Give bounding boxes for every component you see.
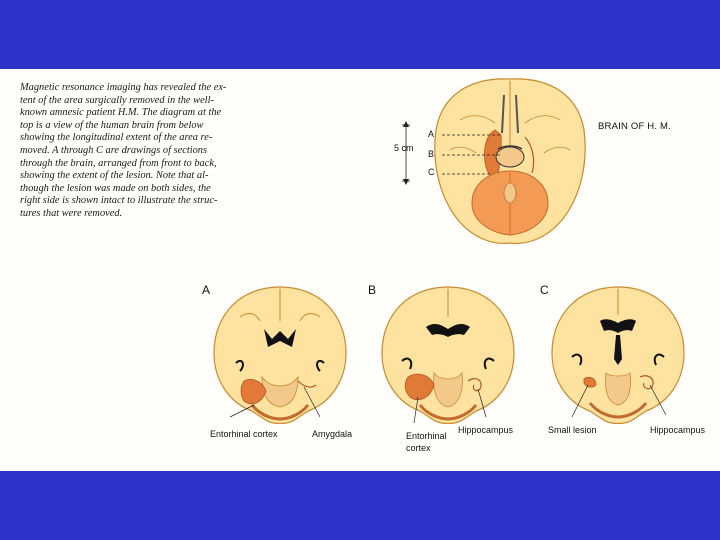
section-letter-c: C (540, 283, 549, 297)
scale-label: 5 cm (394, 143, 414, 153)
caption-line: showing the longitudinal extent of the a… (20, 132, 213, 144)
label-entorhinal-cortex-a: Entorhinal cortex (210, 429, 278, 439)
caption-line: tent of the area surgically removed in t… (20, 94, 214, 106)
coronal-section-c (551, 286, 685, 425)
label-hippocampus-c: Hippocampus (650, 425, 706, 435)
caption-line: right side is shown intact to illustrate… (20, 195, 218, 207)
caption-line: known amnesic patient H.M. The diagram a… (20, 107, 222, 119)
label-hippocampus-b: Hippocampus (458, 425, 514, 435)
section-letter-a: A (202, 283, 211, 297)
caption-line: top is a view of the human brain from be… (20, 119, 204, 131)
bottom-blue-band (0, 471, 720, 540)
section-letter-b: B (368, 283, 377, 297)
coronal-section-b (381, 286, 515, 425)
label-entorhinal-b-line2: cortex (406, 443, 431, 453)
caption-line: Magnetic resonance imaging has revealed … (20, 82, 227, 93)
top-blue-band (0, 0, 720, 69)
section-marker-c: C (428, 167, 435, 177)
figure-page: Magnetic resonance imaging has revealed … (0, 69, 720, 471)
figure-caption: Magnetic resonance imaging has revealed … (20, 82, 292, 221)
label-entorhinal-b-line1: Entorhinal (406, 431, 447, 441)
label-amygdala-a: Amygdala (312, 429, 353, 439)
section-marker-a: A (428, 129, 435, 139)
caption-line: showing the extent of the lesion. Note t… (20, 170, 209, 182)
ventral-brain-illustration (402, 78, 586, 245)
caption-line: moved. A through C are drawings of secti… (20, 144, 208, 156)
coronal-section-a (213, 286, 347, 425)
caption-line: tures that were removed. (20, 207, 123, 219)
section-marker-b: B (428, 149, 435, 159)
ventral-view-title: BRAIN OF H. M. (598, 121, 671, 132)
caption-line: through the brain, arranged from front t… (20, 157, 217, 169)
caption-line: though the lesion was made on both sides… (20, 182, 211, 194)
label-small-lesion-c: Small lesion (548, 425, 597, 435)
